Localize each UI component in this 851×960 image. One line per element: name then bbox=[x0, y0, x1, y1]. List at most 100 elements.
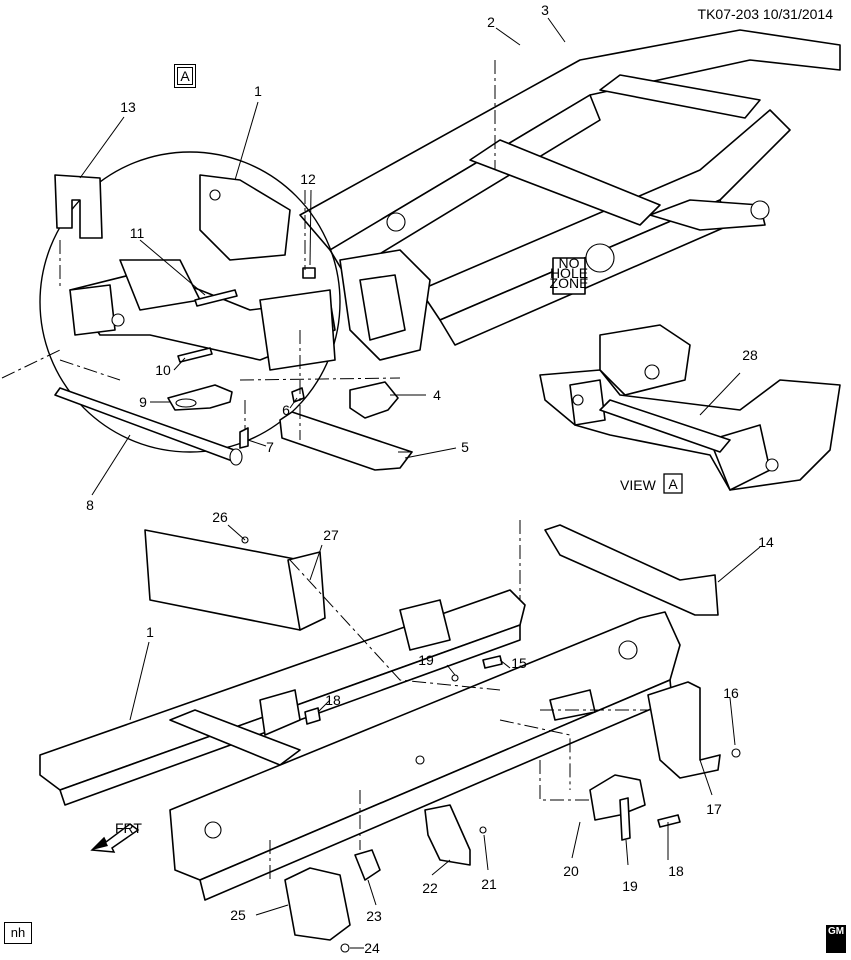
bolt-18-upper bbox=[304, 707, 321, 725]
tube-8-end bbox=[229, 448, 243, 466]
callout-13: 13 bbox=[120, 99, 136, 115]
bracket-22 bbox=[424, 804, 471, 866]
gm-logo: GM bbox=[826, 925, 846, 953]
callout-3: 3 bbox=[541, 2, 549, 18]
bracket-13 bbox=[54, 174, 103, 239]
diagram-header: TK07-203 10/31/2014 bbox=[698, 6, 833, 22]
nut-21 bbox=[479, 826, 487, 834]
diagram-code: TK07-203 bbox=[697, 6, 760, 22]
tube-5-end bbox=[398, 451, 413, 469]
callout-28: 28 bbox=[742, 347, 758, 363]
callout-10: 10 bbox=[155, 362, 171, 378]
plate-26-27 bbox=[144, 529, 316, 631]
nut-6 bbox=[291, 387, 305, 403]
bracket-23 bbox=[354, 849, 381, 881]
bracket-4 bbox=[349, 381, 399, 419]
front-crossmember-end-left bbox=[69, 284, 116, 336]
bolt-19-upper bbox=[451, 674, 459, 682]
bolt-18-lower bbox=[657, 814, 681, 828]
no-hole-zone-line3: ZONE bbox=[550, 275, 589, 291]
bracket-17 bbox=[647, 681, 721, 779]
crossmember-28-hole-2 bbox=[765, 458, 779, 472]
callout-12: 12 bbox=[300, 171, 316, 187]
lower-crossmember-4 bbox=[549, 689, 596, 721]
callout-11: 11 bbox=[130, 225, 145, 241]
front-crossmember-upper-mount bbox=[199, 174, 291, 261]
plate-14 bbox=[544, 524, 719, 616]
lower-frame-rail-right bbox=[169, 611, 681, 881]
callout-numbers: 1 2 3 4 5 6 7 8 9 10 11 12 13 14 15 16 1… bbox=[86, 2, 774, 956]
front-mount-bracket-inner bbox=[359, 274, 406, 341]
callout-9: 9 bbox=[139, 394, 147, 410]
crossmember-28-upper bbox=[599, 324, 691, 396]
callout-15: 15 bbox=[511, 655, 527, 671]
tow-hook-eye bbox=[175, 398, 197, 408]
callout-19: 19 bbox=[418, 652, 434, 668]
callout-23: 23 bbox=[366, 908, 382, 924]
callout-4: 4 bbox=[433, 387, 441, 403]
axis-line-2 bbox=[59, 359, 121, 381]
callout-22: 22 bbox=[422, 880, 438, 896]
front-crossmember-detail bbox=[54, 174, 413, 471]
callout-5: 5 bbox=[461, 439, 469, 455]
axis-line-10 bbox=[289, 559, 501, 691]
callout-20: 20 bbox=[563, 863, 579, 879]
front-arrow: FRT bbox=[90, 820, 142, 853]
callout-17: 17 bbox=[706, 801, 722, 817]
frame-bushing bbox=[750, 200, 770, 220]
bolt-15 bbox=[482, 655, 503, 669]
crossmember-28-hole-1 bbox=[572, 394, 584, 406]
no-hole-zone-line2: HOLE bbox=[550, 265, 588, 281]
front-crossmember-end-right bbox=[259, 289, 336, 371]
nut-16 bbox=[731, 748, 741, 758]
upper-frame-assembly: NO HOLE ZONE bbox=[299, 29, 841, 361]
axis-line-3 bbox=[239, 377, 401, 381]
rail-hole bbox=[415, 755, 425, 765]
tow-hook-9 bbox=[167, 384, 233, 411]
callout-27: 27 bbox=[323, 527, 339, 543]
crossmember-bushing bbox=[111, 313, 125, 327]
view-label-letter: A bbox=[668, 476, 678, 492]
footer-tag: nh bbox=[4, 922, 32, 944]
crossmember-28-hole-3 bbox=[644, 364, 660, 380]
bracket-27 bbox=[287, 551, 326, 631]
callout-1: 1 bbox=[254, 83, 262, 99]
bolt-19-lower bbox=[619, 797, 631, 841]
axis-line-13 bbox=[539, 760, 590, 801]
bolt-7 bbox=[239, 427, 249, 449]
callout-19-lower: 19 bbox=[622, 878, 638, 894]
callout-18: 18 bbox=[325, 692, 341, 708]
lower-crossmember-1 bbox=[169, 709, 301, 766]
detail-circle bbox=[39, 151, 341, 453]
frame-lightening-hole bbox=[585, 243, 615, 273]
no-hole-zone-plate bbox=[552, 257, 586, 295]
view-ref-box: A bbox=[174, 64, 196, 88]
rail-slot-1 bbox=[618, 640, 638, 660]
front-arrow-label: FRT bbox=[115, 820, 142, 836]
lower-crossmember-2 bbox=[259, 689, 301, 736]
frame-crossmember-mid bbox=[469, 139, 661, 226]
nut-24 bbox=[340, 943, 350, 953]
leader-lines bbox=[79, 17, 761, 949]
callout-2: 2 bbox=[487, 14, 495, 30]
rail-slot-2 bbox=[204, 821, 222, 839]
diagram-date: 10/31/2014 bbox=[762, 6, 833, 22]
view-label: VIEW bbox=[620, 477, 657, 493]
callout-25: 25 bbox=[230, 907, 246, 923]
view-label-box bbox=[663, 473, 683, 494]
bolt-11 bbox=[194, 289, 238, 307]
callout-26: 26 bbox=[212, 509, 228, 525]
bolt-10 bbox=[177, 347, 213, 363]
front-arrow-head bbox=[92, 838, 108, 850]
crossmember-28-left-end bbox=[569, 379, 606, 426]
tube-5 bbox=[279, 411, 413, 471]
callout-24: 24 bbox=[364, 940, 380, 956]
lower-crossmember-3 bbox=[399, 599, 451, 651]
view-a-crossmember-28 bbox=[539, 324, 841, 491]
callout-7: 7 bbox=[266, 439, 274, 455]
frame-crossmember-rear bbox=[599, 74, 761, 119]
callout-6: 6 bbox=[282, 402, 290, 418]
no-hole-zone-line1: NO bbox=[559, 255, 580, 271]
